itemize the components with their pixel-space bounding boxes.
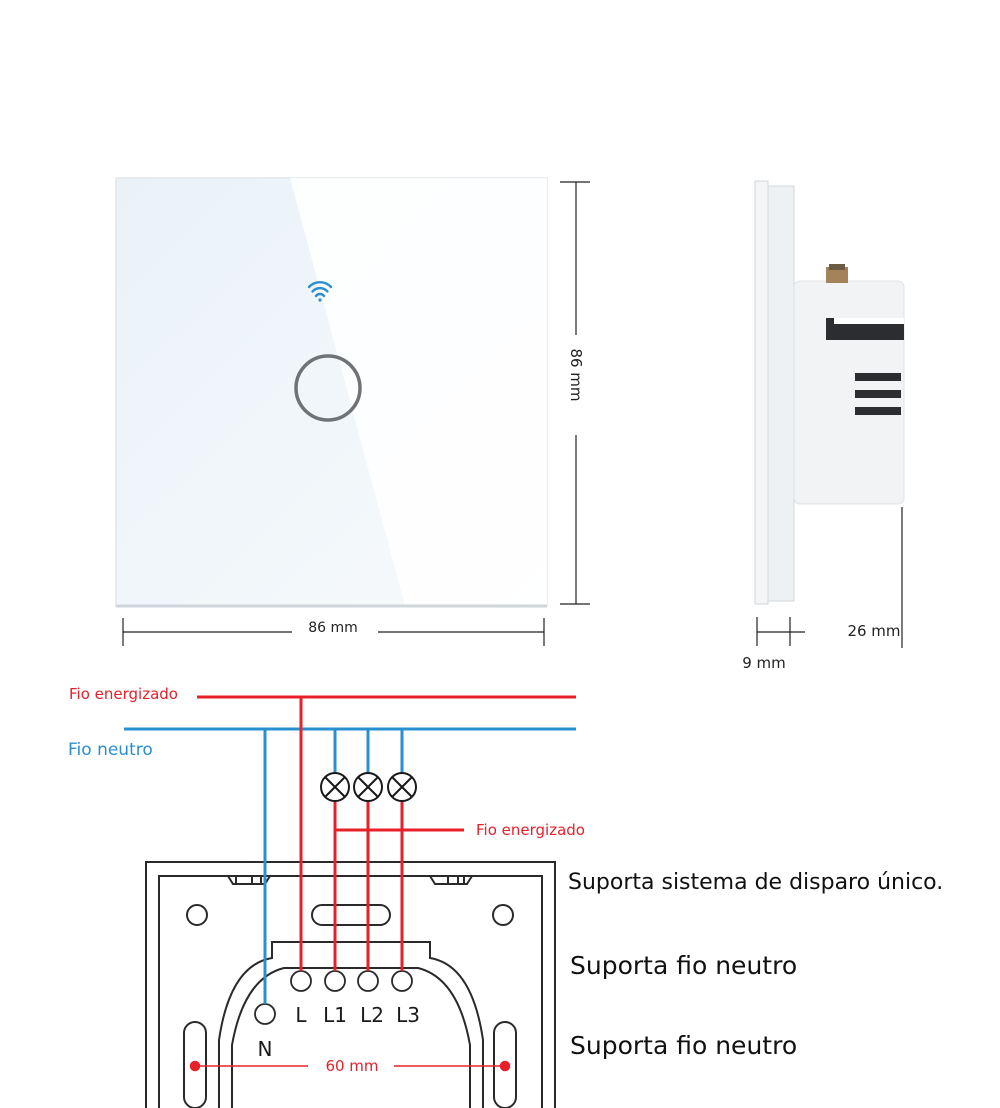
lamp-icon bbox=[387, 772, 417, 802]
live-wire-label: Fio energizado bbox=[69, 685, 178, 703]
lamp-icon bbox=[320, 772, 350, 802]
switch-back-body bbox=[145, 861, 556, 1108]
side-screw-icon bbox=[826, 264, 848, 283]
side-slot bbox=[834, 318, 904, 324]
terminal-label-n: N bbox=[258, 1037, 273, 1061]
depth-front-label: 9 mm bbox=[742, 654, 786, 672]
front-view: 86 mm 86 mm bbox=[115, 177, 590, 646]
wifi-icon bbox=[307, 281, 333, 302]
height-label: 86 mm bbox=[567, 348, 585, 401]
terminal-label-l2: L2 bbox=[360, 1003, 384, 1027]
glass-reflection bbox=[290, 178, 547, 606]
side-view: 9 mm 26 mm bbox=[742, 180, 905, 672]
wiring-diagram: Fio energizado Fio neutro Fio energizado… bbox=[68, 685, 585, 1108]
feature-list: Suporta sistema de disparo único. Suport… bbox=[568, 870, 943, 1060]
touch-ring-icon[interactable] bbox=[294, 354, 362, 422]
terminal-label-l1: L1 bbox=[323, 1003, 347, 1027]
side-vent bbox=[855, 373, 901, 381]
depth-back-label: 26 mm bbox=[847, 622, 900, 640]
width-dimension bbox=[122, 618, 545, 646]
terminal-label-l3: L3 bbox=[396, 1003, 420, 1027]
depth-dimension bbox=[756, 507, 903, 648]
terminal-screw-n bbox=[254, 1003, 276, 1025]
feature-item: Suporta fio neutro bbox=[570, 1031, 797, 1060]
side-vent bbox=[855, 407, 901, 415]
terminal-screw-l1 bbox=[324, 970, 346, 992]
terminal-screws bbox=[254, 970, 413, 1025]
terminal-screw-l bbox=[290, 970, 312, 992]
side-vent bbox=[855, 390, 901, 398]
mount-spacing-dimension bbox=[189, 1060, 511, 1072]
terminal-label-l: L bbox=[295, 1003, 307, 1027]
terminal-screw-l3 bbox=[391, 970, 413, 992]
load-live-label: Fio energizado bbox=[476, 821, 585, 839]
terminal-labels: N L L1 L2 L3 bbox=[258, 1003, 420, 1061]
terminal-screw-l2 bbox=[357, 970, 379, 992]
neutral-wire-label: Fio neutro bbox=[68, 740, 153, 760]
lamps bbox=[320, 772, 417, 802]
height-dimension bbox=[560, 181, 590, 605]
feature-item: Suporta sistema de disparo único. bbox=[568, 870, 943, 895]
live-wires bbox=[197, 695, 576, 971]
neutral-wires bbox=[124, 727, 576, 1004]
feature-item: Suporta fio neutro bbox=[570, 951, 797, 980]
mount-spacing-label: 60 mm bbox=[325, 1057, 378, 1075]
width-label: 86 mm bbox=[308, 620, 358, 636]
side-glass-plate bbox=[754, 180, 769, 605]
side-frame bbox=[767, 185, 795, 602]
lamp-icon bbox=[353, 772, 383, 802]
